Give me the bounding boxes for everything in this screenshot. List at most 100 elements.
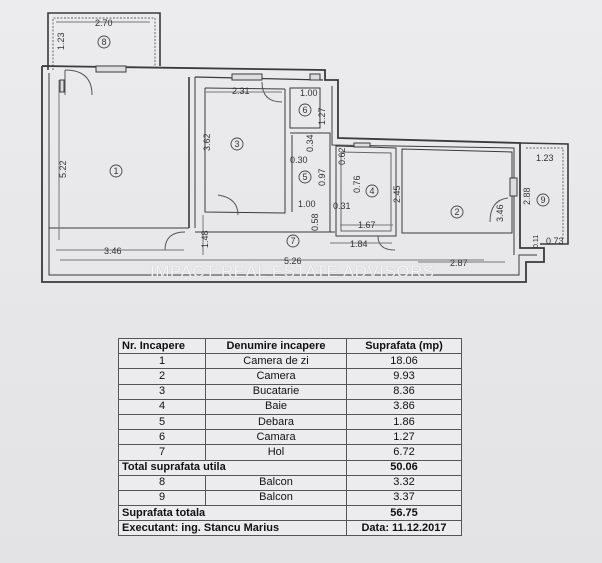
row-name: Balcon — [205, 489, 347, 507]
dim-room5-a: 0.30 — [290, 155, 308, 165]
dim-room4-f: 1.84 — [350, 239, 368, 249]
room-2-number: 2 — [454, 207, 459, 217]
row-name: Bucatarie — [205, 383, 347, 400]
dim-room5-d: 1.00 — [298, 199, 316, 209]
row-area: 3.32 — [346, 474, 462, 491]
room-5-number: 5 — [302, 172, 307, 182]
room-7-marker — [286, 234, 300, 248]
balcony-9-outline — [519, 142, 569, 245]
room-3-number: 3 — [234, 139, 239, 149]
row-name: Baie — [205, 398, 347, 415]
header-nr: Nr. Incapere — [118, 337, 206, 355]
floor-plan: 8 1 3 6 5 4 2 9 7 2.70 1.23 5.22 3.46 2.… — [41, 12, 569, 283]
dim-room5-c: 0.97 — [317, 168, 327, 186]
room-5-marker — [298, 170, 312, 184]
table-row: 6 Camara 1.27 — [118, 429, 462, 446]
dim-room1-height: 5.22 — [58, 160, 68, 178]
table-header-row: Nr. Incapere Denumire incapere Suprafata… — [118, 337, 462, 355]
dim-room3-width: 2.31 — [232, 86, 250, 96]
useful-total-row: Total suprafata utila 50.06 — [118, 459, 462, 476]
dim-room4-d: 0.31 — [333, 201, 351, 211]
row-area: 6.72 — [346, 444, 462, 461]
table-row: 7 Hol 6.72 — [118, 444, 462, 461]
row-area: 9.93 — [346, 368, 462, 385]
row-nr: 9 — [118, 489, 206, 507]
room-6-number: 6 — [302, 105, 307, 115]
dim-room6-width: 1.00 — [300, 88, 318, 98]
dim-balcony8-depth: 1.23 — [56, 32, 66, 50]
dim-balcony9-side: 0.11 — [533, 235, 540, 248]
room-2-marker — [450, 205, 464, 219]
header-name: Denumire incapere — [205, 337, 347, 355]
table-row: 1 Camera de zi 18.06 — [118, 353, 462, 370]
table-row: 3 Bucatarie 8.36 — [118, 383, 462, 400]
dim-room6-height: 1.27 — [317, 107, 327, 125]
row-area: 3.86 — [346, 398, 462, 415]
watermark: IMPACT REAL ESTATE ADVISORS — [150, 262, 435, 281]
row-nr: 1 — [118, 353, 206, 370]
dim-room2-width: 2.87 — [450, 258, 468, 268]
room-6-marker — [298, 103, 312, 117]
table-row: 2 Camera 9.93 — [118, 368, 462, 385]
dim-balcony9-small: 0.73 — [546, 236, 564, 246]
table-row: 9 Balcon 3.37 — [118, 489, 462, 507]
row-nr: 2 — [118, 368, 206, 385]
dim-balcony8-width: 2.70 — [95, 18, 113, 28]
dim-room2-height: 3.46 — [495, 204, 505, 222]
header-area: Suprafata (mp) — [346, 337, 462, 355]
row-area: 8.36 — [346, 383, 462, 400]
signature-row: Executant: ing. Stancu Marius Data: 11.1… — [118, 520, 462, 537]
row-nr: 5 — [118, 413, 206, 431]
room-7-number: 7 — [290, 236, 295, 246]
room-4-marker — [365, 184, 379, 198]
row-name: Balcon — [205, 474, 347, 491]
table-row: 5 Debara 1.86 — [118, 413, 462, 431]
table-row: 8 Balcon 3.32 — [118, 474, 462, 491]
table-row: 4 Baie 3.86 — [118, 398, 462, 415]
row-nr: 8 — [118, 474, 206, 491]
room-8-number: 8 — [101, 37, 106, 47]
dim-room4-a: 0.62 — [337, 147, 347, 165]
row-area: 18.06 — [346, 353, 462, 370]
area-table: Nr. Incapere Denumire incapere Suprafata… — [118, 337, 462, 537]
dim-room4-c: 2.45 — [392, 185, 402, 203]
row-nr: 7 — [118, 444, 206, 461]
executant: Executant: ing. Stancu Marius — [118, 520, 347, 537]
room-8-marker — [97, 35, 111, 49]
room-9-number: 9 — [540, 195, 545, 205]
grand-total-label: Suprafata totala — [118, 505, 347, 522]
room-1-marker — [109, 164, 123, 178]
row-nr: 3 — [118, 383, 206, 400]
room-1-number: 1 — [113, 166, 118, 176]
useful-total-value: 50.06 — [346, 459, 462, 476]
dim-room3-height: 3.62 — [202, 133, 212, 151]
dim-total-width: 5.26 — [284, 256, 302, 266]
row-name: Camera de zi — [205, 353, 347, 370]
row-nr: 6 — [118, 429, 206, 446]
balcony-8-outline — [47, 12, 161, 70]
grand-total-row: Suprafata totala 56.75 — [118, 505, 462, 522]
room-3-marker — [230, 137, 244, 151]
dim-room5-b: 0.34 — [305, 134, 315, 152]
dim-hall-height: 1.48 — [200, 230, 210, 248]
row-nr: 4 — [118, 398, 206, 415]
grand-total-value: 56.75 — [346, 505, 462, 522]
row-name: Debara — [205, 413, 347, 431]
dim-room5-e: 0.58 — [310, 213, 320, 231]
dim-room4-b: 0.76 — [352, 175, 362, 193]
row-area: 1.27 — [346, 429, 462, 446]
row-name: Camara — [205, 429, 347, 446]
date: Data: 11.12.2017 — [346, 520, 462, 537]
room-4-number: 4 — [369, 186, 374, 196]
row-area: 1.86 — [346, 413, 462, 431]
outer-wall — [41, 65, 545, 283]
room-9-marker — [536, 193, 550, 207]
row-area: 3.37 — [346, 489, 462, 507]
row-name: Hol — [205, 444, 347, 461]
dim-room4-e: 1.67 — [358, 220, 376, 230]
row-name: Camera — [205, 368, 347, 385]
dim-room1-width: 3.46 — [104, 246, 122, 256]
useful-total-label: Total suprafata utila — [118, 459, 347, 476]
dim-balcony9-width: 1.23 — [536, 153, 554, 163]
dim-balcony9-height: 2.88 — [522, 187, 532, 205]
